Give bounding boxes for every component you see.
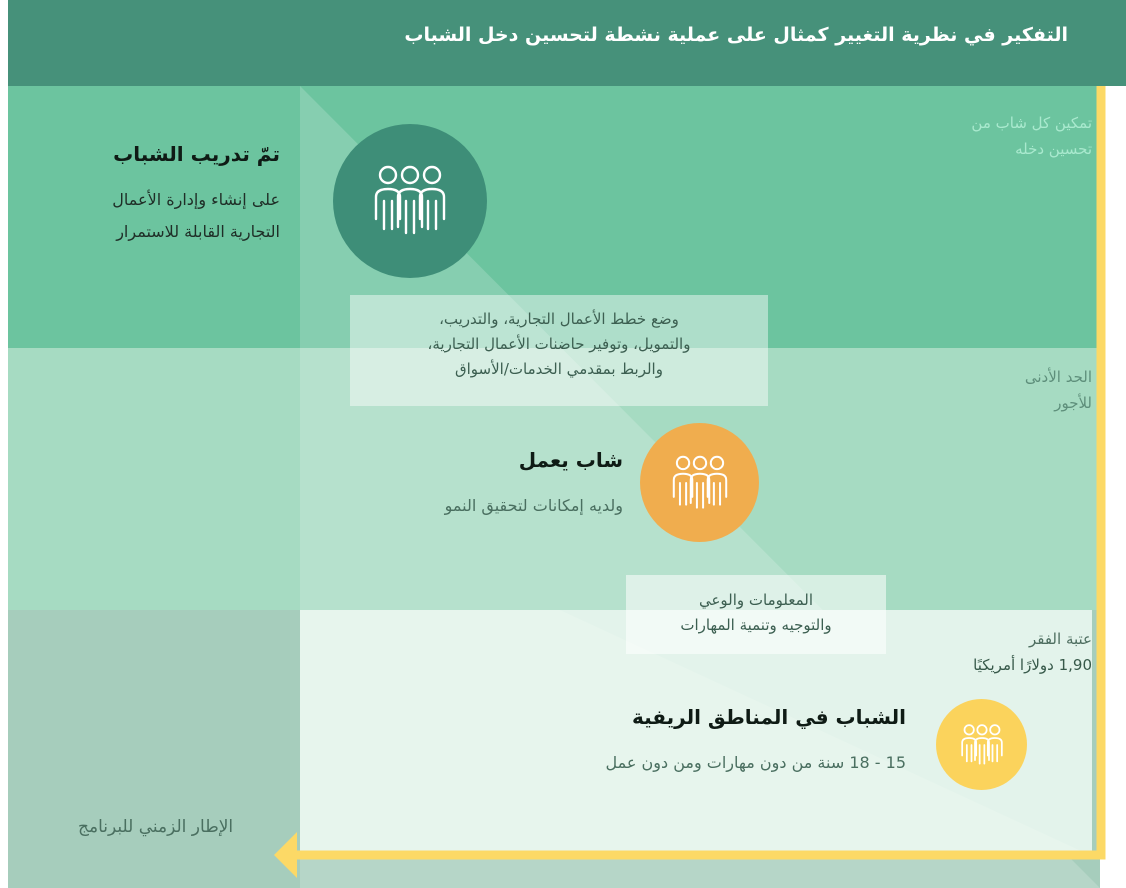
header-bar <box>8 0 1126 86</box>
stage-title-trained: تمّ تدريب الشباب <box>113 142 280 166</box>
arrow-head-left <box>274 832 297 878</box>
stage-title-working: شاب يعمل <box>518 448 623 472</box>
band-top <box>8 86 1100 348</box>
stage-title-rural: الشباب في المناطق الريفية <box>631 705 906 729</box>
people-group-icon <box>333 124 487 278</box>
people-group-icon <box>936 699 1027 790</box>
level-label-poverty-line: عتبة الفقر 1,90 دولارًا أمريكيًا <box>973 630 1092 674</box>
people-group-icon <box>640 423 759 542</box>
intervention-box-upper: وضع خطط الأعمال التجارية، والتدريب، والت… <box>350 295 768 406</box>
stage-desc-working: ولديه إمكانات لتحقيق النمو <box>444 496 623 515</box>
timeline-label: الإطار الزمني للبرنامج <box>78 817 234 837</box>
stage-desc-trained: على إنشاء وإدارة الأعمال التجارية القابل… <box>112 190 280 241</box>
page-title: التفكير في نظرية التغيير كمثال على عملية… <box>404 24 1068 46</box>
stage-desc-rural: 15 - 18 سنة من دون مهارات ومن دون عمل <box>605 753 906 772</box>
progress-arrow <box>280 74 1106 860</box>
intervention-box-lower: المعلومات والوعي والتوجيه وتنمية المهارا… <box>626 575 886 654</box>
bottom-pale-diagonal <box>300 610 1092 856</box>
level-label-empowerment: تمكين كل شاب من تحسين دخله <box>971 114 1092 158</box>
level-label-minimum-wage: الحد الأدنى للأجور <box>1024 368 1092 412</box>
band-middle <box>8 348 1100 610</box>
